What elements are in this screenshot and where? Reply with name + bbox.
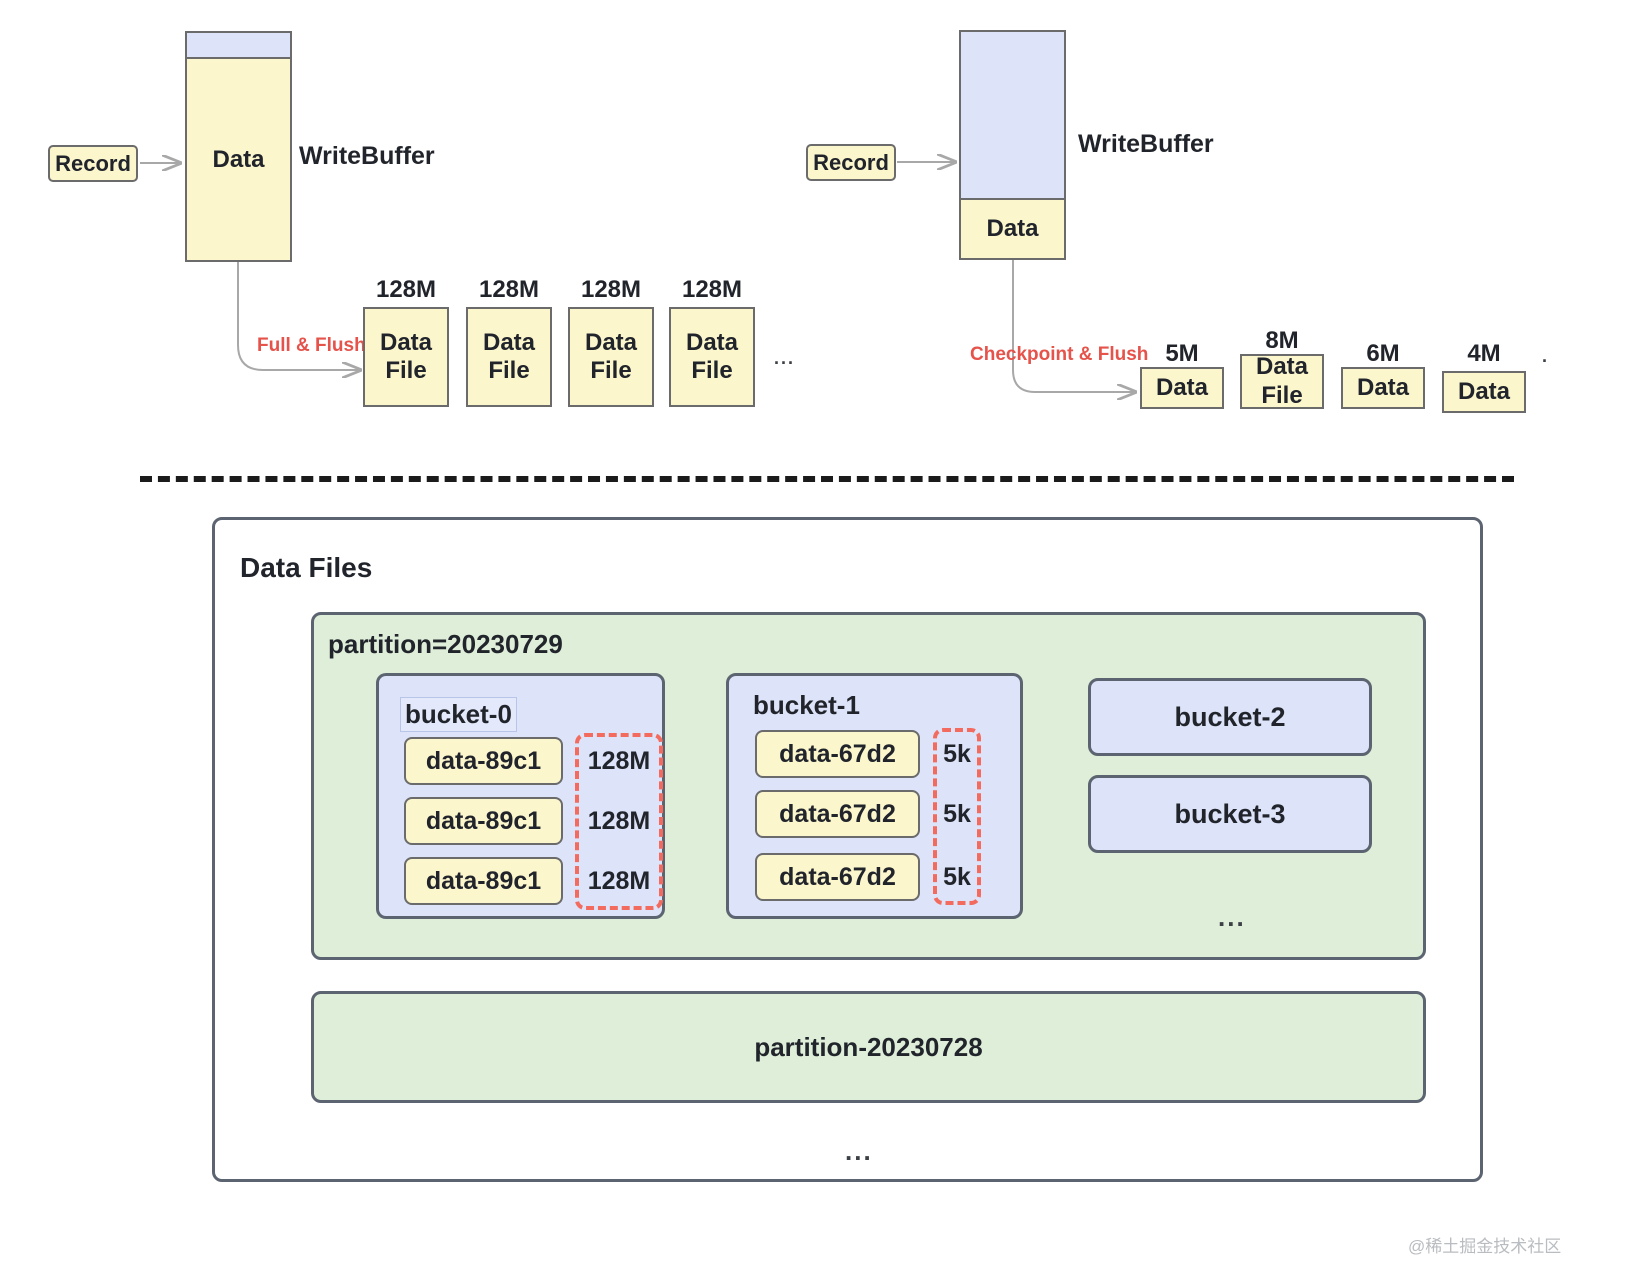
bucket-0-file-1: data-89c1 xyxy=(404,797,563,845)
right-data-file-3: Data xyxy=(1442,371,1526,413)
left-files-ellipsis: ... xyxy=(774,348,796,368)
bucket-1-file-size-0: 5k xyxy=(943,739,971,768)
bucket-0-title: bucket-0 xyxy=(400,697,517,732)
watermark: @稀土掘金技术社区 xyxy=(1408,1237,1562,1256)
left-write-buffer-free-space xyxy=(187,33,290,57)
left-data-file-1: Data File xyxy=(466,307,552,407)
left-write-buffer-data: Data xyxy=(187,57,290,260)
section-divider xyxy=(140,476,1514,482)
right-data-file-0: Data xyxy=(1140,367,1224,409)
left-data-file-2: Data File xyxy=(568,307,654,407)
right-flush-label: Checkpoint & Flush xyxy=(970,344,1149,365)
right-data-file-1: Data File xyxy=(1240,354,1324,409)
bucket-0-file-size-2: 128M xyxy=(587,866,651,895)
bucket-0-file-size-1: 128M xyxy=(587,806,651,835)
partition-20230728-card xyxy=(311,991,1426,1103)
partition-20230728-title: partition-20230728 xyxy=(754,1031,983,1062)
right-file-size-0: 5M xyxy=(1165,340,1199,367)
bucket-0-file-size-0: 128M xyxy=(587,746,651,775)
right-files-ellipsis: . xyxy=(1542,346,1550,366)
right-record-label: Record xyxy=(813,149,889,175)
bucket-1-file-size-1: 5k xyxy=(943,799,971,828)
right-write-buffer: Data xyxy=(959,30,1066,260)
bucket-1-file-1: data-67d2 xyxy=(755,790,920,838)
left-file-size-2: 128M xyxy=(580,276,642,303)
right-write-buffer-free-space xyxy=(961,32,1064,198)
left-flush-label: Full & Flush xyxy=(257,335,366,356)
right-data-file-2: Data xyxy=(1341,367,1425,409)
bucket-1-title: bucket-1 xyxy=(753,690,860,720)
right-file-size-3: 4M xyxy=(1467,340,1501,367)
bucket-1-file-0: data-67d2 xyxy=(755,730,920,778)
data-files-ellipsis: ... xyxy=(845,1136,873,1166)
left-data-file-0: Data File xyxy=(363,307,449,407)
bucket-0-size-group xyxy=(575,733,663,910)
bucket-0-file-2: data-89c1 xyxy=(404,857,563,905)
bucket-1-size-group xyxy=(933,728,981,905)
bucket-3-card: bucket-3 xyxy=(1088,775,1372,853)
partition-20230729-title: partition=20230729 xyxy=(328,629,563,659)
left-write-buffer-data-label: Data xyxy=(212,145,265,173)
partition-20230729-ellipsis: ... xyxy=(1218,902,1246,932)
bucket-2-card: bucket-2 xyxy=(1088,678,1372,756)
right-write-buffer-data: Data xyxy=(961,198,1064,258)
right-file-size-1: 8M xyxy=(1265,327,1299,354)
left-write-buffer: Data xyxy=(185,31,292,262)
right-record-box: Record xyxy=(806,144,896,181)
right-write-buffer-data-label: Data xyxy=(986,215,1039,242)
bucket-1-file-size-2: 5k xyxy=(943,862,971,891)
left-record-box: Record xyxy=(48,145,138,182)
left-record-label: Record xyxy=(55,150,131,176)
bucket-0-file-0: data-89c1 xyxy=(404,737,563,785)
left-file-size-3: 128M xyxy=(681,276,743,303)
data-files-title: Data Files xyxy=(240,552,373,583)
left-file-size-1: 128M xyxy=(478,276,540,303)
left-file-size-0: 128M xyxy=(375,276,437,303)
right-write-buffer-caption: WriteBuffer xyxy=(1078,130,1214,158)
left-data-file-3: Data File xyxy=(669,307,755,407)
bucket-1-file-2: data-67d2 xyxy=(755,853,920,901)
right-file-size-2: 6M xyxy=(1366,340,1400,367)
left-write-buffer-caption: WriteBuffer xyxy=(299,142,435,170)
